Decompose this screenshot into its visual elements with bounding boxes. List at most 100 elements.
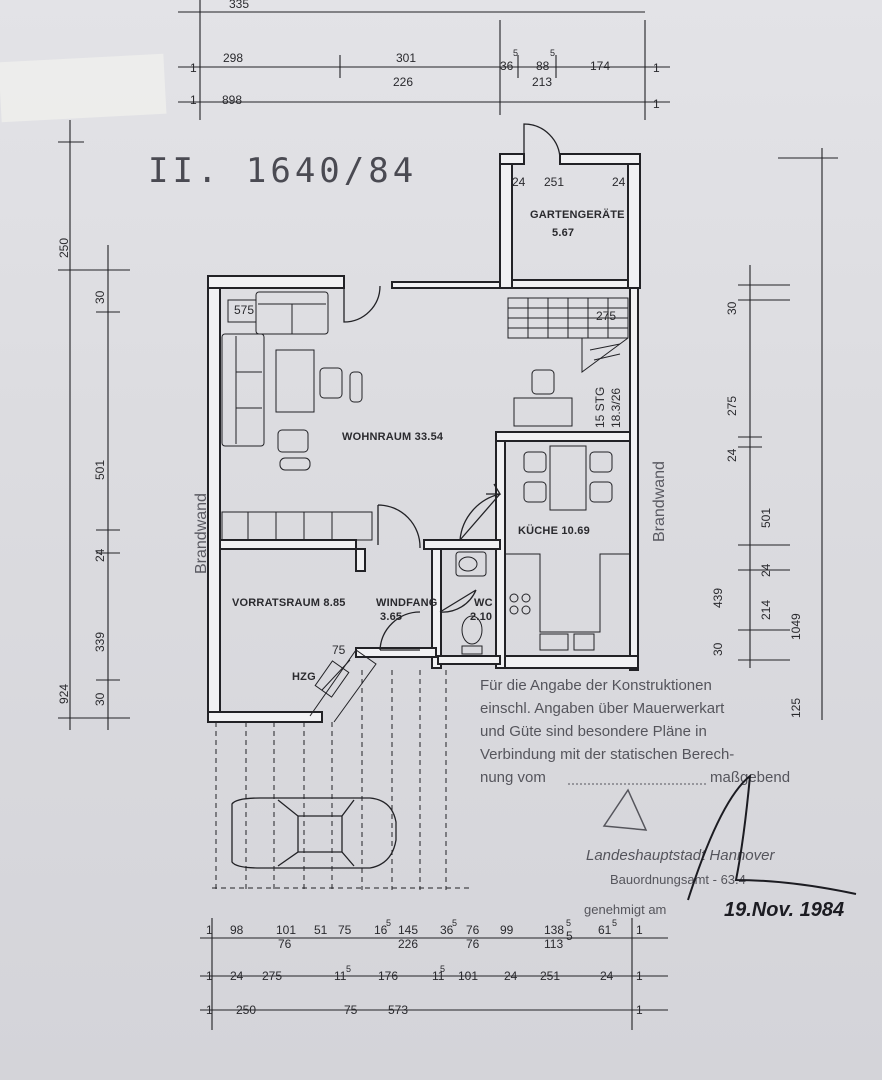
bottom-dim-b1-9: 226 (398, 937, 418, 951)
label-brandwand-left: Brandwand (193, 493, 210, 574)
bottom-dim-b3-3: 573 (388, 1003, 408, 1017)
bottom-dim-b1-17: 113 (544, 937, 563, 951)
label-stair-steps: 15 STG (593, 387, 607, 428)
dim-right-24a: 24 (725, 448, 739, 462)
bottom-dim-b1-3: 76 (278, 937, 292, 951)
right-dimension-chain (738, 148, 838, 720)
dim-top-1d: 1 (653, 97, 660, 111)
bottom-dim-b1-6: 16 (374, 923, 388, 937)
dim-shed-24a: 24 (512, 175, 526, 189)
label-brandwand-right: Brandwand (651, 461, 668, 542)
approval-triangle-mark (602, 788, 648, 831)
carport-area (212, 670, 470, 890)
dim-shed-251: 251 (544, 175, 564, 189)
note-line-3: und Güte sind besondere Pläne in (480, 723, 707, 740)
bottom-dim-b2-11: 24 (600, 969, 614, 983)
bottom-dim-b1-4: 51 (314, 923, 328, 937)
bottom-dim-b3-1: 250 (236, 1003, 256, 1017)
bottom-dim-b2-2: 275 (262, 969, 282, 983)
note-authority: Landeshauptstadt Hannover (586, 847, 775, 864)
bottom-dim-b1-2: 101 (276, 923, 296, 937)
dim-right-214: 214 (759, 600, 773, 620)
building-walls (207, 153, 641, 723)
label-stair-ratio: 18.3/26 (609, 388, 623, 428)
staircase (507, 297, 629, 373)
note-line-2: einschl. Angaben über Mauerwerkart (480, 700, 725, 717)
dim-top-898: 898 (222, 93, 242, 107)
dim-top-88: 88 (536, 59, 550, 73)
bottom-dim-b2-1: 24 (230, 969, 244, 983)
dim-top-1b: 1 (653, 61, 660, 75)
approval-date-handwritten: 19.Nov. 1984 (724, 899, 844, 921)
bottom-dim-b2-8: 101 (458, 969, 478, 983)
top-dimension-chain (178, 0, 670, 120)
bottom-dim-b2-5: 176 (378, 969, 398, 983)
room-label-kueche: KÜCHE 10.69 (518, 524, 590, 537)
bottom-dim-b3-0: 1 (206, 1003, 213, 1017)
left-dimension-chain (58, 120, 130, 730)
furniture (221, 291, 630, 723)
dim-right-1049: 1049 (789, 613, 803, 640)
dim-right-30b: 30 (711, 642, 725, 656)
dim-left-501: 501 (93, 460, 107, 480)
dim-75: 75 (332, 643, 346, 657)
file-number-stamp: II. 1640/84 (148, 151, 417, 191)
bottom-dim-b3-4: 1 (636, 1003, 643, 1017)
dim-top-298: 298 (223, 51, 243, 65)
doors (343, 123, 561, 651)
dim-top-301: 301 (396, 51, 416, 65)
dim-left-924: 924 (57, 684, 71, 704)
approval-note: Für die Angabe der Konstruktionen einsch… (480, 677, 857, 921)
bottom-dim-b1-0: 1 (206, 923, 213, 937)
bottom-dim-b1-13: 76 (466, 937, 480, 951)
room-area-wc: 2.10 (470, 611, 492, 623)
dim-top-88-5: 5 (550, 48, 555, 58)
bottom-dim-b1-20: 5 (612, 918, 617, 928)
bottom-dim-b2-0: 1 (206, 969, 213, 983)
room-label-vorratsraum: VORRATSRAUM 8.85 (232, 597, 346, 609)
dim-left-250: 250 (57, 238, 71, 258)
room-area-gartengeraete: 5.67 (552, 227, 574, 239)
bottom-dim-b1-18: 5 (566, 929, 573, 943)
bottom-dim-b1-8: 145 (398, 923, 418, 937)
dim-left-24: 24 (93, 548, 107, 562)
dim-left-30b: 30 (93, 692, 107, 706)
bottom-dim-b2-6: 11 (432, 969, 445, 983)
bottom-dim-b1-14: 99 (500, 923, 514, 937)
bottom-dim-b1-19: 61 (598, 923, 612, 937)
bottom-dim-b1-11: 5 (452, 918, 457, 928)
dim-top-226: 226 (393, 75, 413, 89)
dim-top-335: 335 (229, 0, 249, 11)
bottom-dim-b1-1: 98 (230, 923, 244, 937)
bottom-dim-b1-16: 5 (566, 918, 571, 928)
dim-right-125: 125 (789, 698, 803, 718)
bottom-dim-b2-10: 251 (540, 969, 560, 983)
dim-left-339: 339 (93, 632, 107, 652)
dim-top-213: 213 (532, 75, 552, 89)
bottom-dim-b1-15: 138 (544, 923, 564, 937)
dim-275-stair: 275 (596, 309, 616, 323)
bottom-dimension-chain (200, 918, 668, 1030)
note-department: Bauordnungsamt - 63.4 - (610, 872, 754, 887)
signature-scribble (687, 773, 857, 901)
bottom-dim-b1-12: 76 (466, 923, 480, 937)
room-label-wohnraum: WOHNRAUM 33.54 (342, 431, 444, 443)
dim-right-24b: 24 (759, 563, 773, 577)
dim-top-1a: 1 (190, 61, 197, 75)
bottom-dim-b1-10: 36 (440, 923, 454, 937)
bottom-dim-b1-5: 75 (338, 923, 352, 937)
dim-top-36-5: 5 (513, 48, 518, 58)
dim-top-174: 174 (590, 59, 610, 73)
note-line-4: Verbindung mit der statischen Berech- (480, 746, 734, 763)
bottom-dim-b2-7: 5 (440, 964, 445, 974)
room-area-windfang: 3.65 (380, 611, 402, 623)
room-label-wc: WC (474, 597, 493, 609)
bottom-dim-b2-12: 1 (636, 969, 643, 983)
bottom-dim-b1-7: 5 (386, 918, 391, 928)
note-line-1: Für die Angabe der Konstruktionen (480, 677, 712, 694)
dim-right-439: 439 (711, 588, 725, 608)
bottom-dim-b2-4: 5 (346, 964, 351, 974)
dim-right-275: 275 (725, 396, 739, 416)
